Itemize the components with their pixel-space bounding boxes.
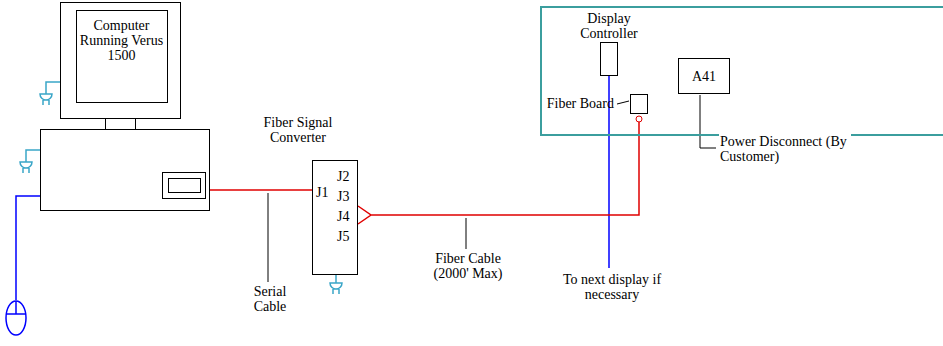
jack-label: J5 [337, 229, 349, 244]
note-label: Power Disconnect (By Customer) [719, 134, 851, 164]
leader-line [268, 193, 269, 282]
fiber-connector [636, 116, 642, 122]
display-enclosure: Display ControllerFiber Board A41 [540, 6, 943, 136]
jack-label: J4 [337, 209, 349, 224]
component-box: Fiber Signal ConverterJ1J2J3J4J5 [312, 160, 358, 275]
plug-symbol [330, 283, 342, 294]
cable-label: Fiber Cable (2000' Max) [424, 251, 512, 281]
box-label: A41 [679, 69, 729, 84]
leader-line [617, 95, 637, 115]
component-box: Display Controller [600, 42, 618, 76]
box-label: Fiber Board [542, 96, 614, 111]
mouse-cord [16, 196, 40, 300]
component-box: A41 [678, 58, 730, 94]
cable-label: Serial Cable [246, 284, 294, 314]
plug-symbol [40, 94, 52, 105]
leader-line [466, 218, 467, 249]
power-cord [46, 82, 60, 94]
box-label: Computer Running Verus 1500 [78, 18, 165, 63]
box-label: Fiber Signal Converter [243, 115, 353, 145]
jack-label: J1 [316, 185, 328, 200]
leader-line [700, 95, 716, 148]
power-cord [335, 275, 337, 283]
mouse-buttons [6, 301, 26, 314]
note-label: To next display if necessary [556, 272, 668, 302]
computer-node: Computer Running Verus 1500 [30, 2, 210, 212]
component-box: Fiber Board [630, 94, 648, 114]
serial-cable [210, 189, 312, 191]
power-cord [26, 150, 40, 162]
plug-symbol [20, 162, 32, 173]
box-label: Display Controller [559, 11, 659, 41]
jack-label: J3 [337, 189, 349, 204]
jack-label: J2 [337, 169, 349, 184]
mouse-symbol [6, 301, 26, 335]
